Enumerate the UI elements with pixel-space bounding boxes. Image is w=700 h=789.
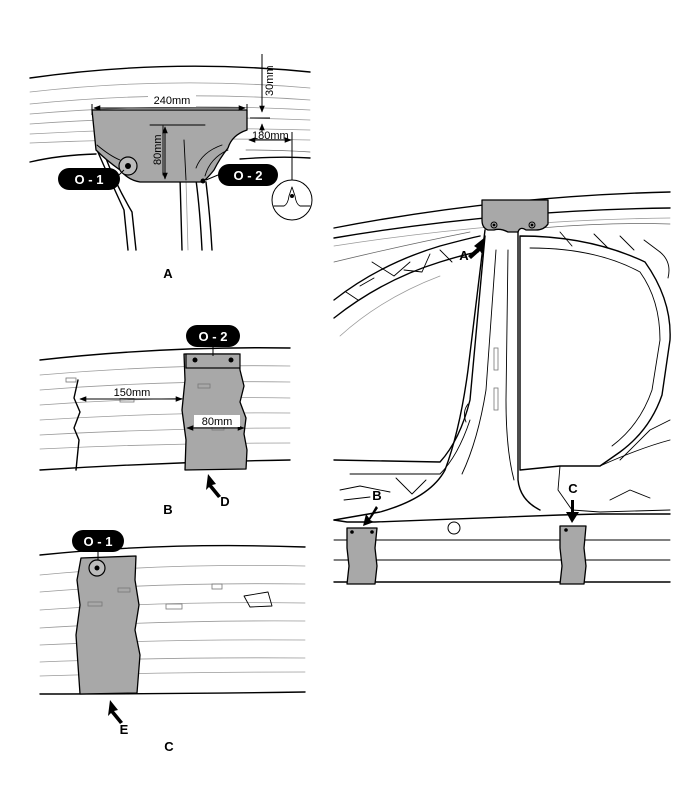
main-body-view: A B C	[333, 191, 671, 585]
dim-a-right: 180mm	[252, 130, 289, 142]
view-label-c: C	[164, 739, 174, 754]
arrow-d: D	[206, 474, 230, 509]
callout-o2-b: O - 2	[186, 325, 240, 356]
svg-text:A: A	[459, 248, 469, 263]
svg-text:O - 1: O - 1	[75, 172, 104, 187]
arrow-e: E	[108, 700, 129, 737]
svg-text:O - 2: O - 2	[199, 329, 228, 344]
svg-text:O - 1: O - 1	[84, 534, 113, 549]
main-patch-b	[346, 527, 378, 585]
callout-o1-top: O - 1	[58, 168, 125, 190]
svg-text:E: E	[120, 722, 129, 737]
callout-o2-top: O - 2	[205, 164, 278, 186]
callout-o1-c: O - 1	[72, 530, 124, 560]
arrow-main-a: A	[459, 238, 484, 263]
arrow-main-c: C	[566, 481, 579, 523]
o2-weld-point	[200, 178, 206, 184]
svg-text:B: B	[372, 488, 381, 503]
dim-b-width: 80mm	[202, 416, 233, 428]
detail-a: 240mm 80mm 30mm 180mm O - 1 O - 2 A	[29, 54, 313, 281]
dim-a-height: 80mm	[152, 134, 164, 165]
arrow-main-b: B	[363, 488, 382, 526]
detail-c-repair-strip	[75, 555, 141, 695]
o1-weld-point	[125, 163, 131, 169]
dim-a-top: 30mm	[264, 65, 276, 96]
view-label-a: A	[163, 266, 173, 281]
view-label-b: B	[163, 502, 172, 517]
detail-b: 150mm 80mm O - 2 D B	[39, 325, 291, 517]
svg-text:O - 2: O - 2	[234, 168, 263, 183]
detail-b-repair-strip	[181, 353, 248, 471]
detail-c: O - 1 E C	[39, 530, 306, 754]
dim-b-left: 150mm	[114, 387, 151, 399]
svg-text:D: D	[220, 494, 229, 509]
main-patch-c	[559, 525, 587, 585]
dim-a-width: 240mm	[154, 95, 191, 107]
svg-text:C: C	[568, 481, 578, 496]
section-detail-circle	[271, 179, 313, 221]
